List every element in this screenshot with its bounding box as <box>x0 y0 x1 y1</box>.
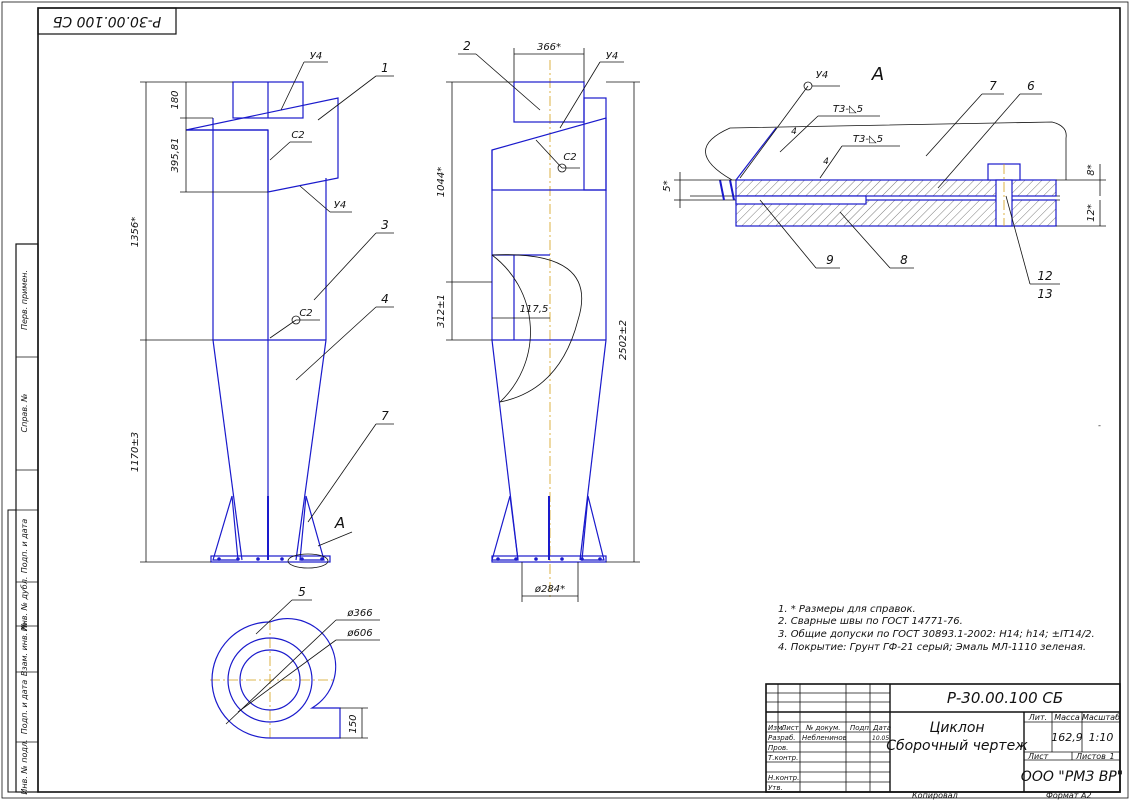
dim-366-top: ø366 <box>346 608 372 619</box>
pos-13-view-a: 13 <box>1037 287 1052 301</box>
rotated-code-text: Р-30.00.100 СБ <box>53 13 162 29</box>
row-prov: Пров. <box>768 744 788 752</box>
lit-label: Лит. <box>1028 713 1047 722</box>
col-izm: Изм. <box>768 724 784 732</box>
sheets-count: 1 <box>1109 752 1114 761</box>
scale-label: Масштаб <box>1082 713 1120 722</box>
scale-value: 1:10 <box>1089 731 1114 744</box>
pos-5: 5 <box>298 585 306 599</box>
row-nkontr: Н.контр. <box>768 774 799 782</box>
format-label: Формат А2 <box>1046 791 1092 800</box>
note-2: 2. Сварные швы по ГОСТ 14771-76. <box>778 616 963 627</box>
dim-1356: 1356* <box>130 217 141 247</box>
top-left-stamp: Р-30.00.100 СБ <box>37 7 177 35</box>
dim-2502: 2502±2 <box>618 320 629 360</box>
row-utv: Утв. <box>768 784 783 792</box>
dim-8: 8* <box>1086 164 1097 175</box>
weld-c2-mid: С2 <box>299 308 312 319</box>
pos-7-view-a: 7 <box>989 79 997 93</box>
sheets-label: Листов <box>1075 752 1106 761</box>
note-4: 4. Покрытие: Грунт ГФ-21 серый; Эмаль МЛ… <box>778 642 1086 653</box>
side-view: 366* 1044* 312±1 117,5 2502±2 ø284* У4 С… <box>436 39 640 602</box>
dim-1044: 1044* <box>436 167 447 197</box>
dim-395: 395,81 <box>170 138 181 173</box>
weld-c2-top: С2 <box>291 130 304 141</box>
sheet-label: Лист <box>1027 752 1049 761</box>
note-3: 3. Общие допуски по ГОСТ 30893.1-2002: H… <box>778 628 1095 640</box>
weld-c2-side: С2 <box>563 152 576 163</box>
side-stamp: Перв. примен. Справ. № Подп. и дата Инв.… <box>7 243 39 795</box>
col-date: Дата <box>872 724 891 732</box>
dim-150: 150 <box>348 714 359 733</box>
dim-12: 12* <box>1086 204 1097 222</box>
stamp-podp-data-2: Подп. и дата <box>20 680 29 735</box>
dim-366-side: 366* <box>537 42 561 53</box>
callout-a-front: А <box>334 514 345 532</box>
stamp-podp-data-1: Подп. и дата <box>20 519 29 574</box>
company-name: ООО "РМЗ ВР" <box>1021 769 1123 785</box>
mass-label: Масса <box>1054 713 1080 722</box>
pos-4a: 4 <box>791 127 797 137</box>
front-view: 180 395,81 1356* 1170±3 У4 С2 У4 С2 1 3 … <box>130 51 394 569</box>
title-code: Р-30.00.100 СБ <box>947 689 1063 707</box>
tick-mark: - <box>1098 421 1101 430</box>
mass-value: 162,9 <box>1051 731 1083 744</box>
razrab-name: Небленинов <box>802 734 847 742</box>
weld-t3-2: Т3-◺5 <box>853 134 883 145</box>
stamp-vzam-inv: Взам. инв. № <box>20 622 29 676</box>
weld-u4-top: У4 <box>310 51 322 62</box>
stamp-inv-podl: Инв. № подл. <box>20 739 29 794</box>
copied-label: Копировал <box>912 791 958 800</box>
pos-4b: 4 <box>823 157 829 167</box>
dim-284: ø284* <box>534 584 565 595</box>
pos-8-view-a: 8 <box>900 253 908 267</box>
weld-u4-mid: У4 <box>334 200 346 211</box>
view-a-detail: А 5* 8* 12* У4 Т3-◺5 <box>662 64 1106 301</box>
row-razrab: Разраб. <box>768 734 796 742</box>
technical-notes: 1. * Размеры для справок. 2. Сварные швы… <box>778 604 1095 653</box>
dim-312: 312±1 <box>436 294 447 328</box>
dim-1170: 1170±3 <box>130 432 141 472</box>
stamp-perv-primen: Перв. примен. <box>20 270 29 330</box>
dim-606-top: ø606 <box>346 628 372 639</box>
stamp-inv-dubl: Инв. № дубл. <box>20 577 29 632</box>
pos-6-view-a: 6 <box>1027 79 1035 93</box>
title-block: Р-30.00.100 СБ Циклон Сборочный чертеж Л… <box>765 683 1123 793</box>
pos-4: 4 <box>381 292 389 306</box>
stamp-sprav: Справ. № <box>20 394 29 433</box>
weld-u4-side: У4 <box>606 51 618 62</box>
view-a-label: А <box>871 64 884 85</box>
col-doc: № докум. <box>805 724 841 732</box>
col-list: Лист <box>780 724 800 732</box>
weld-t3-1: Т3-◺5 <box>833 104 863 115</box>
col-sign: Подп. <box>850 724 871 732</box>
pos-9-view-a: 9 <box>826 253 834 267</box>
row-tkontr: Т.контр. <box>768 754 798 762</box>
weld-u4-view-a: У4 <box>816 70 828 81</box>
pos-2: 2 <box>463 39 471 53</box>
pos-3: 3 <box>381 218 389 232</box>
title-line-1: Циклон <box>929 720 984 736</box>
dim-180: 180 <box>170 90 181 109</box>
pos-12-view-a: 12 <box>1037 269 1052 283</box>
razrab-date: 10.05 <box>872 735 889 742</box>
dim-5: 5* <box>662 180 673 191</box>
top-view: ø366 ø606 150 5 <box>210 585 380 740</box>
pos-1: 1 <box>381 61 389 75</box>
dim-117: 117,5 <box>520 304 549 315</box>
pos-7: 7 <box>381 409 389 423</box>
title-line-2: Сборочный чертеж <box>886 738 1028 754</box>
note-1: 1. * Размеры для справок. <box>778 604 916 615</box>
